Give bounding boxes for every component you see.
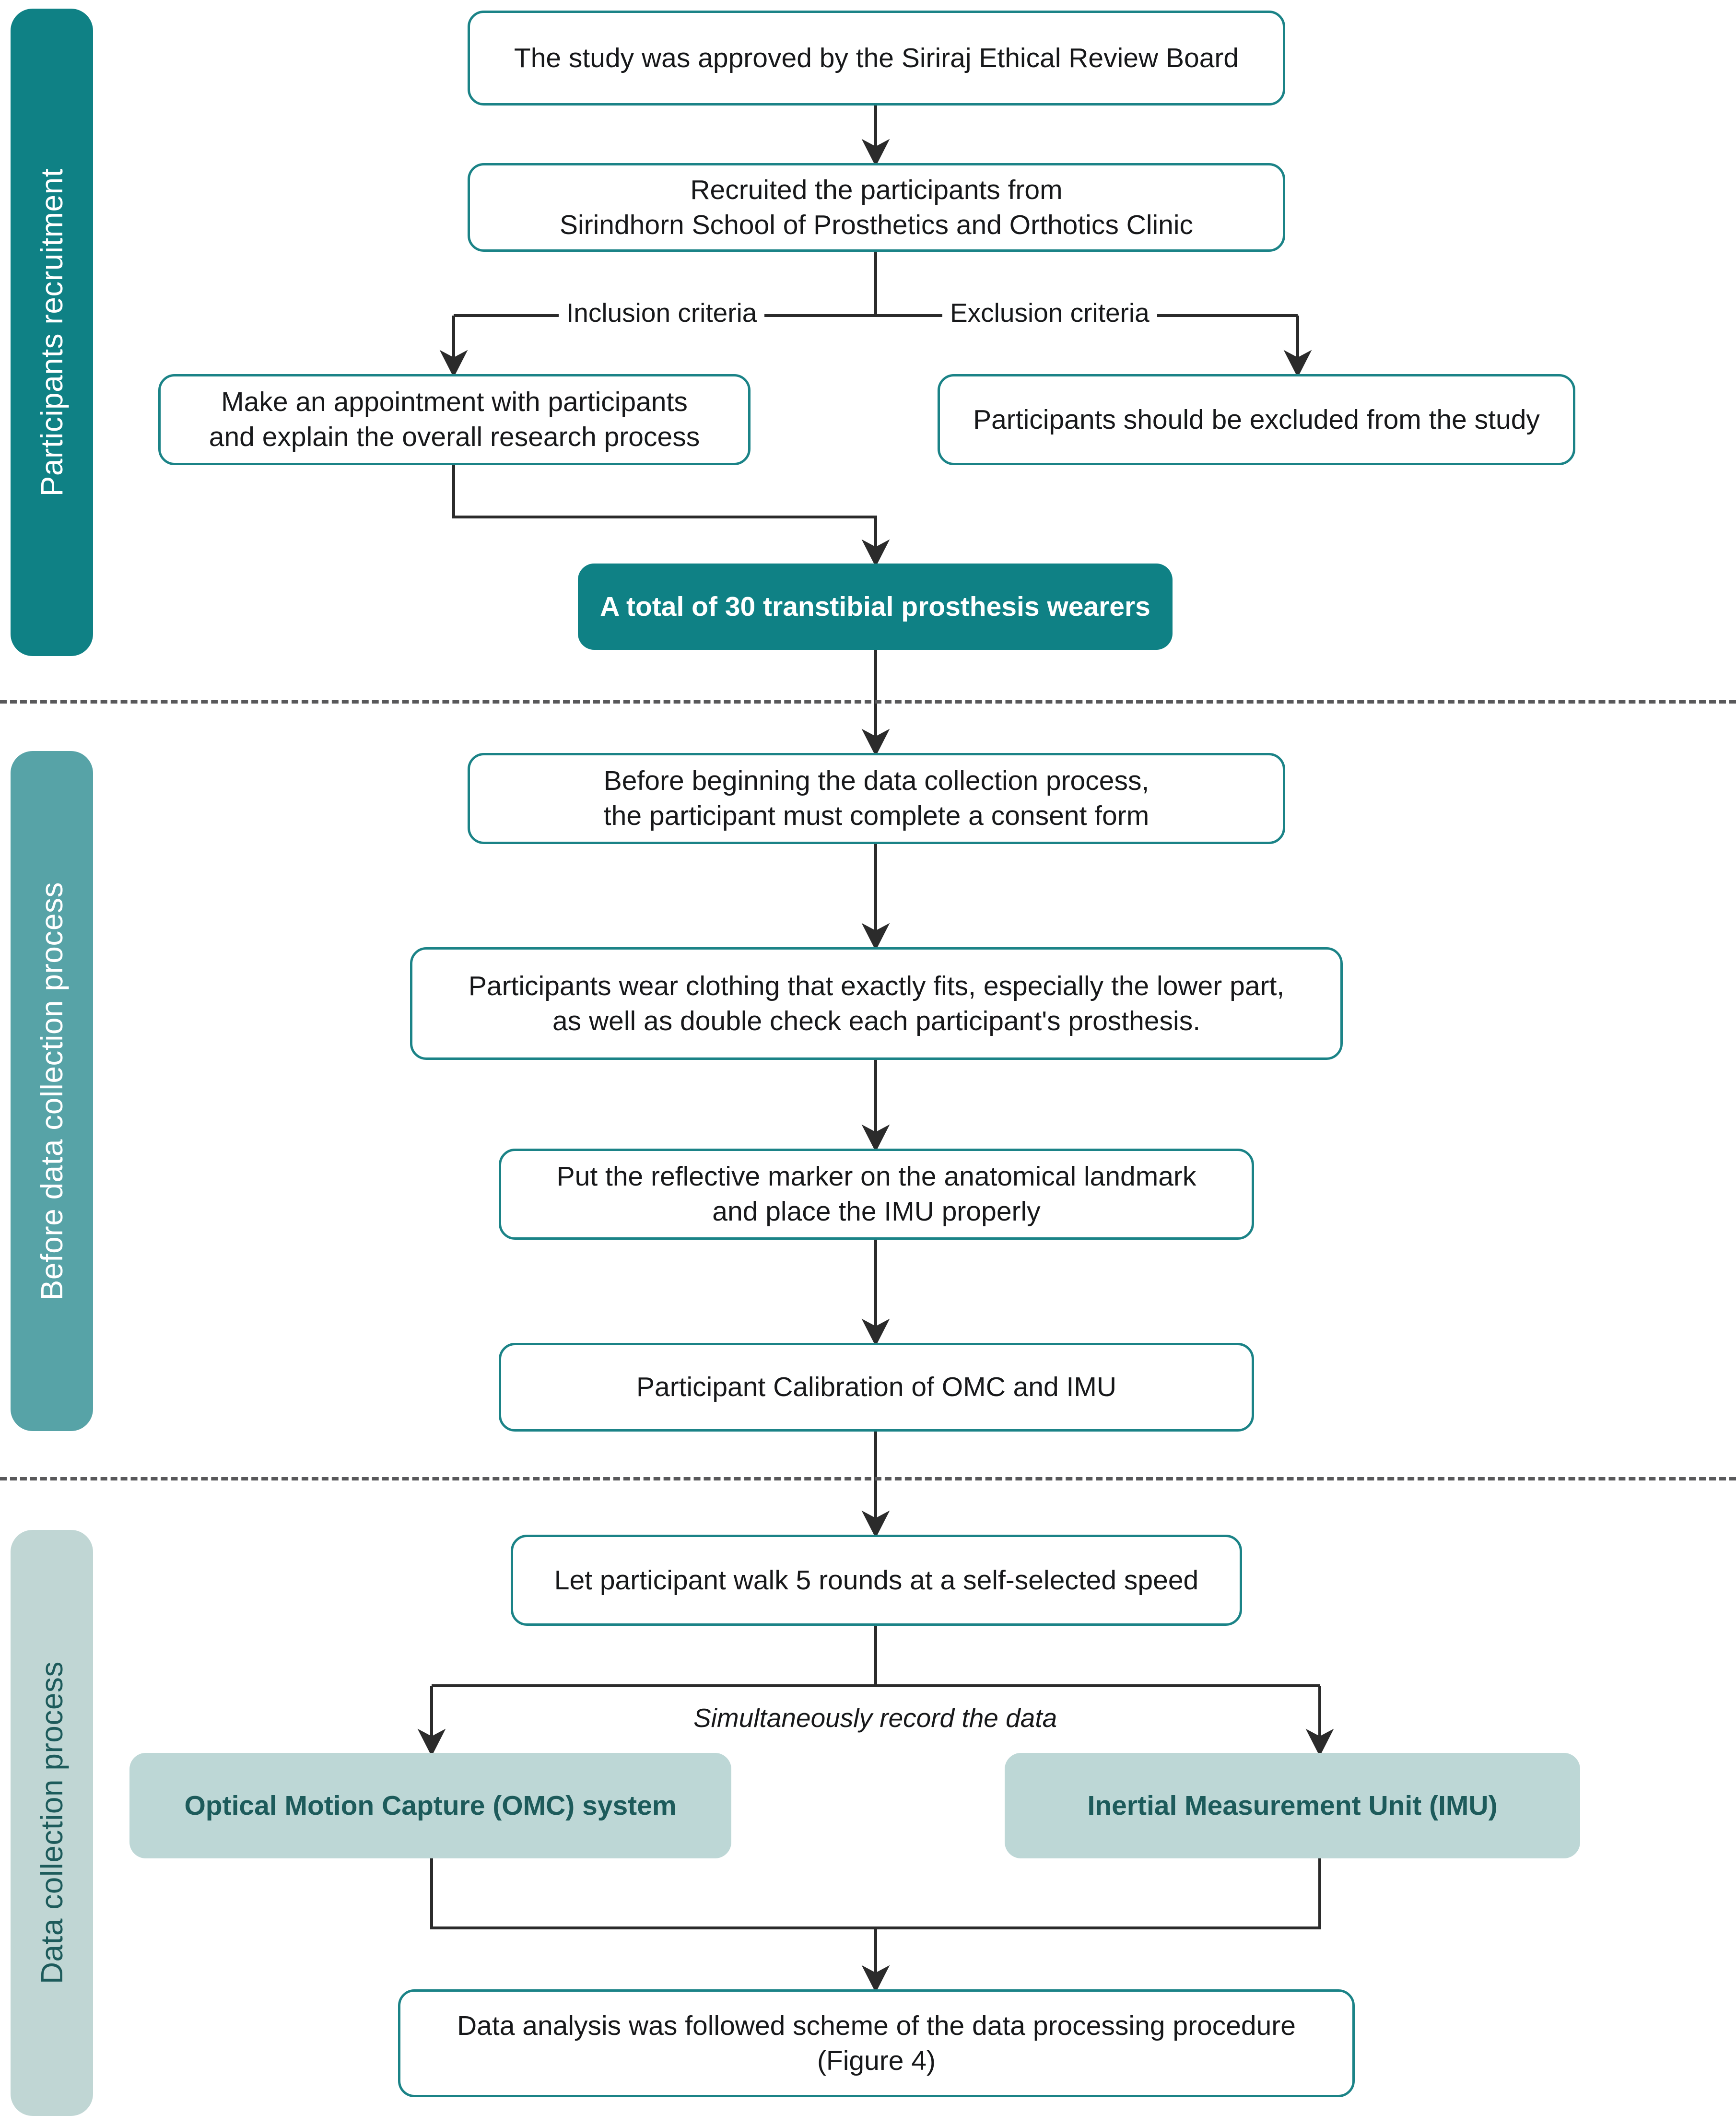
node-ethics-approval: The study was approved by the Siriraj Et…: [468, 11, 1285, 106]
node-participants-excluded: Participants should be excluded from the…: [938, 374, 1575, 465]
node-total-participants: A total of 30 transtibial prosthesis wea…: [578, 564, 1173, 650]
node-text-line-2: the participant must complete a consent …: [603, 800, 1150, 831]
section-divider-1: [0, 700, 1736, 704]
node-text-line-1: Participants wear clothing that exactly …: [468, 970, 1285, 1001]
node-clothing-check: Participants wear clothing that exactly …: [410, 947, 1343, 1060]
node-consent-form: Before beginning the data collection pro…: [468, 753, 1285, 844]
node-text-line-1: Make an appointment with participants: [221, 387, 688, 418]
connector-imu-to-merge: [876, 1858, 1321, 1929]
node-reflective-marker-imu: Put the reflective marker on the anatomi…: [499, 1149, 1254, 1240]
connector-appointment-to-total: [452, 465, 890, 567]
node-text-line-2: and place the IMU properly: [712, 1196, 1041, 1227]
node-imu-unit: Inertial Measurement Unit (IMU): [1005, 1753, 1580, 1858]
node-text-line-2: and explain the overall research process: [209, 422, 700, 452]
section-rail-label: Data collection process: [35, 1661, 69, 1985]
section-rail-participants-recruitment: Participants recruitment: [11, 9, 93, 656]
node-text-line-1: Data analysis was followed scheme of the…: [457, 2010, 1296, 2041]
node-text: A total of 30 transtibial prosthesis wea…: [600, 591, 1150, 622]
node-text: Participants should be excluded from the…: [973, 404, 1540, 435]
node-text: Optical Motion Capture (OMC) system: [184, 1790, 677, 1821]
node-data-analysis: Data analysis was followed scheme of the…: [398, 1989, 1355, 2097]
node-text-line-2: Sirindhorn School of Prosthetics and Ort…: [559, 209, 1194, 240]
node-text-line-2: (Figure 4): [817, 2045, 936, 2076]
node-text: Inertial Measurement Unit (IMU): [1087, 1790, 1498, 1821]
section-rail-data-collection: Data collection process: [11, 1530, 93, 2116]
node-text-line-1: Recruited the participants from: [690, 174, 1063, 205]
node-make-appointment: Make an appointment with participants an…: [158, 374, 751, 465]
connector-omc-to-analysis: [430, 1858, 890, 1993]
edge-label-simultaneously-record: Simultaneously record the data: [686, 1705, 1065, 1731]
node-participant-calibration: Participant Calibration of OMC and IMU: [499, 1343, 1254, 1432]
section-rail-label: Participants recruitment: [35, 168, 69, 497]
section-rail-before-data-collection: Before data collection process: [11, 751, 93, 1431]
node-text-line-2: as well as double check each participant…: [552, 1005, 1201, 1036]
edge-label-inclusion-criteria: Inclusion criteria: [559, 300, 765, 326]
node-text-line-1: Before beginning the data collection pro…: [603, 765, 1150, 797]
node-text-line-1: Put the reflective marker on the anatomi…: [556, 1161, 1196, 1192]
edge-label-exclusion-criteria: Exclusion criteria: [942, 300, 1157, 326]
node-text: The study was approved by the Siriraj Et…: [514, 42, 1239, 73]
node-text: Let participant walk 5 rounds at a self-…: [554, 1564, 1199, 1596]
node-text: Participant Calibration of OMC and IMU: [636, 1372, 1117, 1403]
section-divider-2: [0, 1477, 1736, 1480]
node-walk-rounds: Let participant walk 5 rounds at a self-…: [511, 1535, 1242, 1626]
node-recruitment: Recruited the participants from Sirindho…: [468, 163, 1285, 252]
section-rail-label: Before data collection process: [35, 881, 69, 1301]
node-omc-system: Optical Motion Capture (OMC) system: [129, 1753, 731, 1858]
